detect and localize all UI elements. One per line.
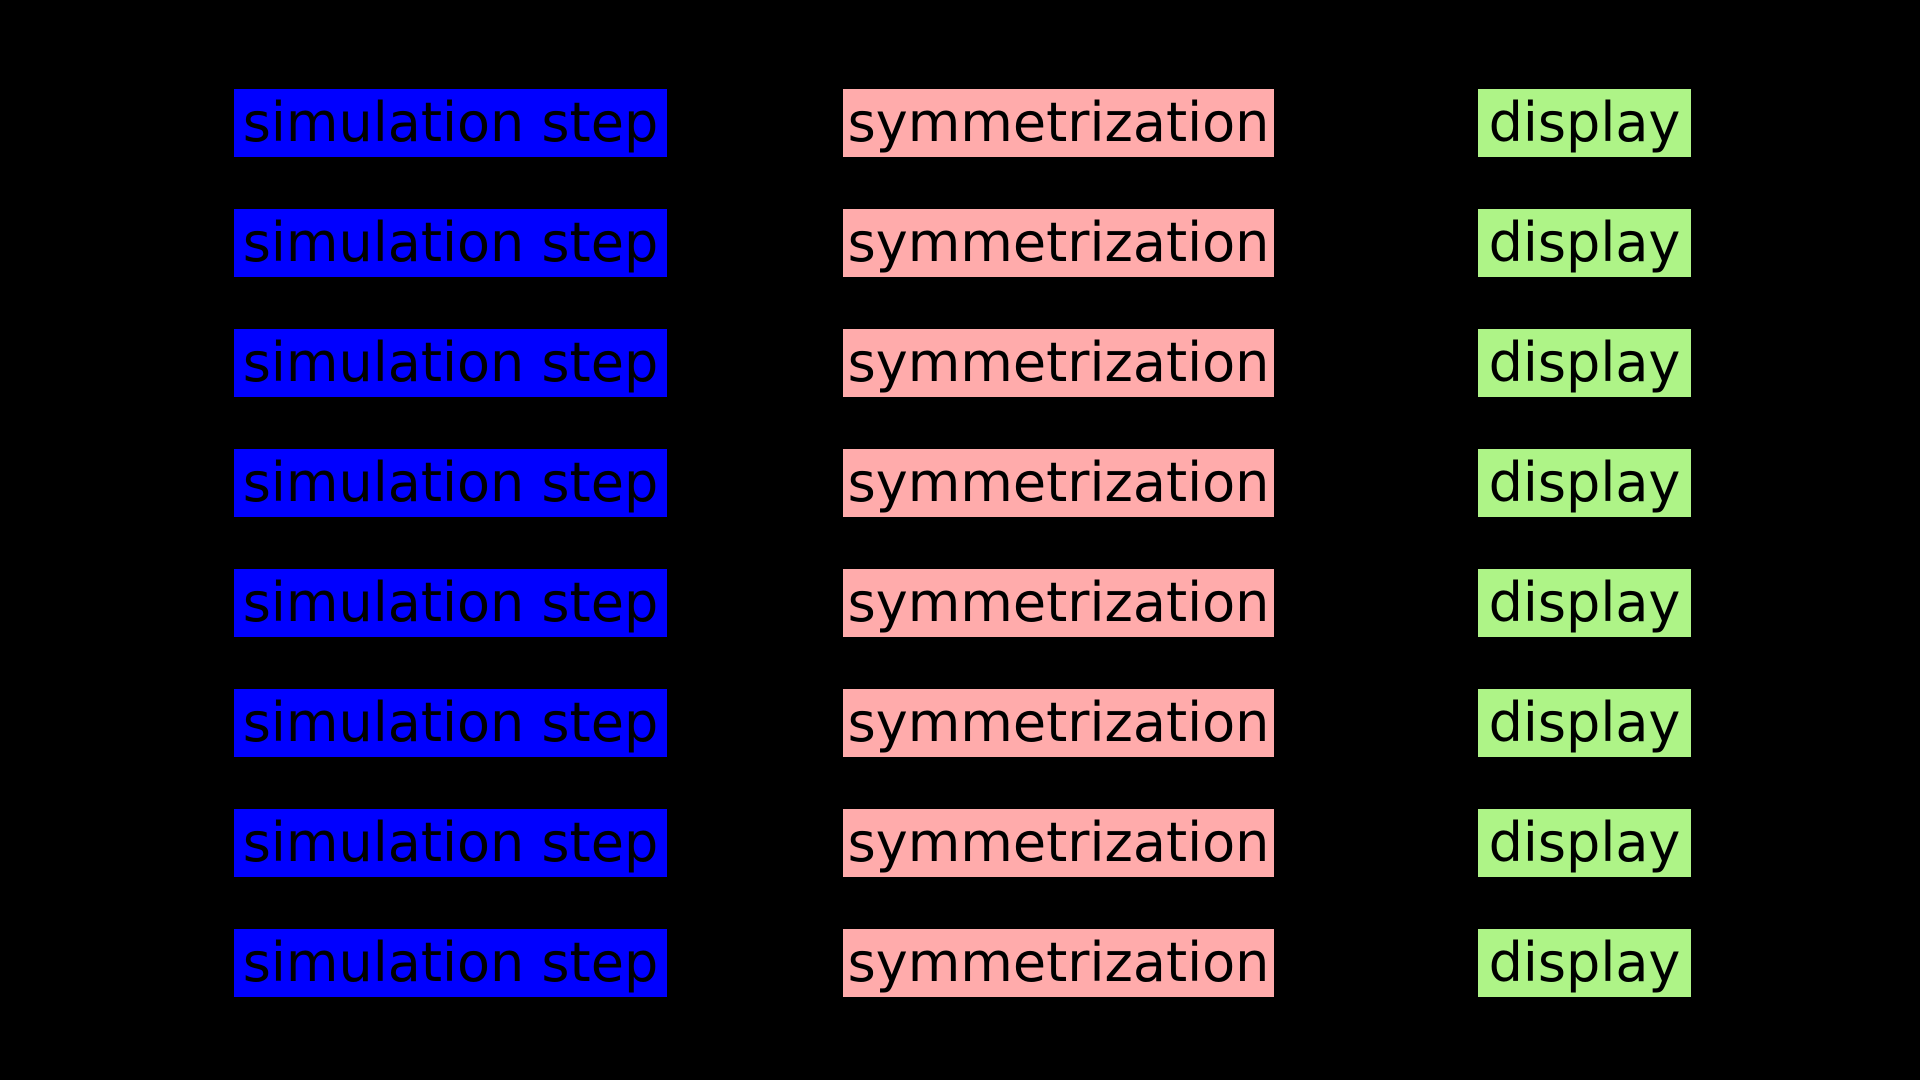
pipeline-row: simulation step symmetrization display: [0, 89, 1920, 157]
pipeline-row: simulation step symmetrization display: [0, 569, 1920, 637]
display-box: display: [1478, 89, 1691, 157]
symmetrization-box: symmetrization: [843, 689, 1274, 757]
simulation-step-box: simulation step: [234, 809, 667, 877]
display-box: display: [1478, 449, 1691, 517]
symmetrization-box: symmetrization: [843, 929, 1274, 997]
simulation-step-box: simulation step: [234, 929, 667, 997]
display-box: display: [1478, 569, 1691, 637]
symmetrization-box: symmetrization: [843, 449, 1274, 517]
simulation-step-box: simulation step: [234, 89, 667, 157]
simulation-step-box: simulation step: [234, 569, 667, 637]
display-box: display: [1478, 209, 1691, 277]
symmetrization-box: symmetrization: [843, 569, 1274, 637]
display-box: display: [1478, 929, 1691, 997]
pipeline-row: simulation step symmetrization display: [0, 929, 1920, 997]
pipeline-row: simulation step symmetrization display: [0, 449, 1920, 517]
pipeline-row: simulation step symmetrization display: [0, 689, 1920, 757]
symmetrization-box: symmetrization: [843, 329, 1274, 397]
pipeline-row: simulation step symmetrization display: [0, 809, 1920, 877]
display-box: display: [1478, 689, 1691, 757]
symmetrization-box: symmetrization: [843, 89, 1274, 157]
display-box: display: [1478, 809, 1691, 877]
pipeline-row: simulation step symmetrization display: [0, 209, 1920, 277]
pipeline-row: simulation step symmetrization display: [0, 329, 1920, 397]
simulation-step-box: simulation step: [234, 689, 667, 757]
symmetrization-box: symmetrization: [843, 809, 1274, 877]
simulation-step-box: simulation step: [234, 449, 667, 517]
simulation-step-box: simulation step: [234, 209, 667, 277]
simulation-step-box: simulation step: [234, 329, 667, 397]
display-box: display: [1478, 329, 1691, 397]
symmetrization-box: symmetrization: [843, 209, 1274, 277]
